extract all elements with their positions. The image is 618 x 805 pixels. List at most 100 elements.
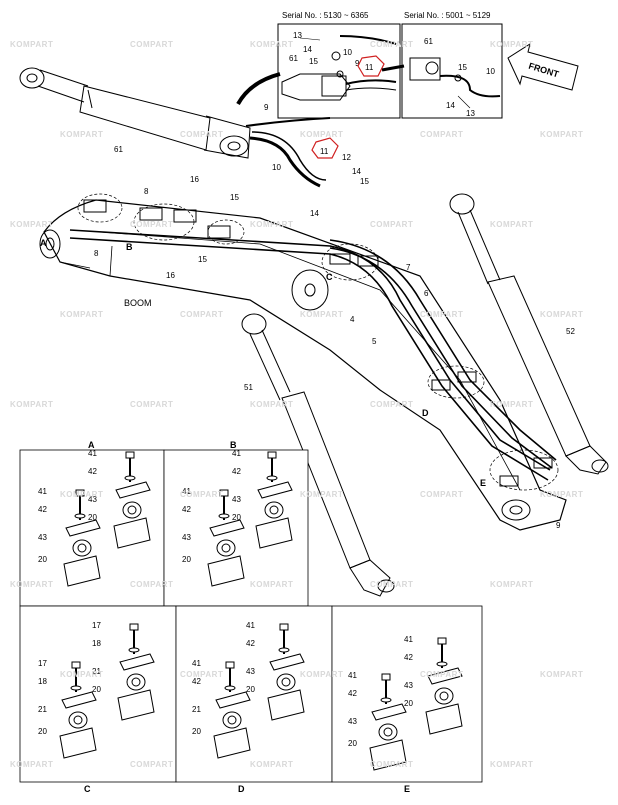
detail-callout-e-42: 42: [404, 653, 413, 662]
inset-callout-10: 10: [343, 48, 352, 57]
callout-16: 16: [190, 175, 199, 184]
detail-callout-b-42: 42: [232, 467, 241, 476]
detail-callout-c-17: 17: [38, 659, 47, 668]
watermark-text: KOMPART: [490, 220, 534, 229]
callout-8: 8: [144, 187, 149, 196]
watermark-text: KOMPART: [60, 490, 104, 499]
callout-11: 11: [320, 147, 329, 156]
detail-callout-c-21: 21: [92, 667, 101, 676]
detail-callout-a-41: 41: [88, 449, 97, 458]
detail-callout-d-20: 20: [246, 685, 255, 694]
watermark-text: KOMPART: [540, 670, 584, 679]
watermark-text: KOMPART: [250, 220, 294, 229]
watermark-text: KOMPART: [250, 400, 294, 409]
highlight-hexagon-11-inset: [357, 55, 385, 77]
inset-callout-11: 11: [365, 63, 374, 72]
watermark-text: KOMPART: [490, 40, 534, 49]
callout-9: 9: [264, 103, 269, 112]
detail-callout-b-43: 43: [232, 495, 241, 504]
inset-callout-14-right: 14: [446, 101, 455, 110]
panel-letter-e: E: [404, 784, 410, 794]
watermark-text: KOMPART: [250, 760, 294, 769]
arm-cylinder-61: [19, 67, 251, 159]
front-arrow: FRONT: [507, 42, 579, 91]
callout-15-lower: 15: [198, 255, 207, 264]
panel-letter-a: A: [88, 440, 95, 450]
watermark-text: KOMPART: [60, 310, 104, 319]
detail-callout-a-42: 42: [88, 467, 97, 476]
detail-callout-b-20: 20: [182, 555, 191, 564]
detail-callout-d-42: 42: [192, 677, 201, 686]
watermark-text: KOMPART: [10, 220, 54, 229]
callout-4: 4: [350, 315, 355, 324]
panel-letter-c: C: [84, 784, 91, 794]
panel-letters: A B C D E: [84, 440, 410, 794]
detail-callout-d-20: 20: [192, 727, 201, 736]
detail-callout-b-43: 43: [182, 533, 191, 542]
callout-15-upper: 15: [230, 193, 239, 202]
detail-callout-d-41: 41: [246, 621, 255, 630]
watermark-text: KOMPART: [490, 400, 534, 409]
main-letter-d: D: [422, 408, 429, 418]
inset-serial-right: Serial No. : 5001 ~ 5129 61 15 10 14 13: [401, 11, 503, 119]
watermark-text: COMPART: [180, 490, 224, 499]
watermark-text: KOMPART: [250, 40, 294, 49]
watermark-text: COMPART: [180, 130, 224, 139]
callout-14: 14: [352, 167, 361, 176]
watermark-text: KOMPART: [10, 580, 54, 589]
callout-12: 12: [342, 153, 351, 162]
main-letter-a: A: [40, 238, 47, 248]
watermark-text: COMPART: [130, 400, 174, 409]
inset-serial-left: Serial No. : 5130 ~ 6365 13 14 10 61 15 …: [277, 11, 401, 119]
detail-callout-e-43: 43: [404, 681, 413, 690]
main-callouts: 61 9 10 11 12 14 15 16 8 8 15 16 15 14 7…: [94, 103, 575, 530]
callout-15: 15: [360, 177, 369, 186]
main-section-letters: A B C D E: [40, 238, 486, 488]
watermark-text: KOMPART: [10, 40, 54, 49]
watermark-text: COMPART: [130, 760, 174, 769]
detail-callout-c-20: 20: [92, 685, 101, 694]
watermark-text: KOMPART: [60, 130, 104, 139]
callout-10: 10: [272, 163, 281, 172]
detail-callout-c-21: 21: [38, 705, 47, 714]
panel-letter-d: D: [238, 784, 245, 794]
detail-callout-c-17: 17: [92, 621, 101, 630]
inset-callout-15: 15: [309, 57, 318, 66]
clamp-stack-e-left: [369, 673, 407, 771]
detail-callout-e-42: 42: [348, 689, 357, 698]
clamp-stack-c-right: [117, 623, 155, 721]
watermark-text: KOMPART: [490, 580, 534, 589]
serial-label-right: Serial No. : 5001 ~ 5129: [404, 11, 491, 20]
detail-callout-a-20: 20: [88, 513, 97, 522]
watermark-text: KOMPART: [300, 490, 344, 499]
watermark-text: KOMPART: [540, 310, 584, 319]
boom-cylinder-51: [241, 313, 395, 597]
watermark-text: KOMPART: [300, 130, 344, 139]
inset-callout-13-right: 13: [466, 109, 475, 118]
watermark-text: COMPART: [130, 40, 174, 49]
detail-callout-a-41: 41: [38, 487, 47, 496]
watermark-text: KOMPART: [10, 760, 54, 769]
detail-callout-e-41: 41: [404, 635, 413, 644]
watermark-text: COMPART: [130, 220, 174, 229]
inset-callout-10-right: 10: [486, 67, 495, 76]
callout-61: 61: [114, 145, 123, 154]
watermark-text: COMPART: [370, 40, 414, 49]
clamp-stack-a-left: [63, 489, 101, 587]
panel-letter-b: B: [230, 440, 237, 450]
main-letter-e: E: [480, 478, 486, 488]
detail-callout-c-20: 20: [38, 727, 47, 736]
detail-callout-e-20: 20: [348, 739, 357, 748]
detail-callout-e-43: 43: [348, 717, 357, 726]
clamp-stack-d-left: [213, 661, 251, 759]
detail-callout-a-43: 43: [88, 495, 97, 504]
detail-callout-d-42: 42: [246, 639, 255, 648]
clamp-stack-e-right: [425, 637, 463, 735]
watermark-text: COMPART: [420, 490, 464, 499]
watermark-text: KOMPART: [250, 580, 294, 589]
callout-52: 52: [566, 327, 575, 336]
boom-label: BOOM: [124, 298, 152, 308]
detail-callout-b-41: 41: [232, 449, 241, 458]
